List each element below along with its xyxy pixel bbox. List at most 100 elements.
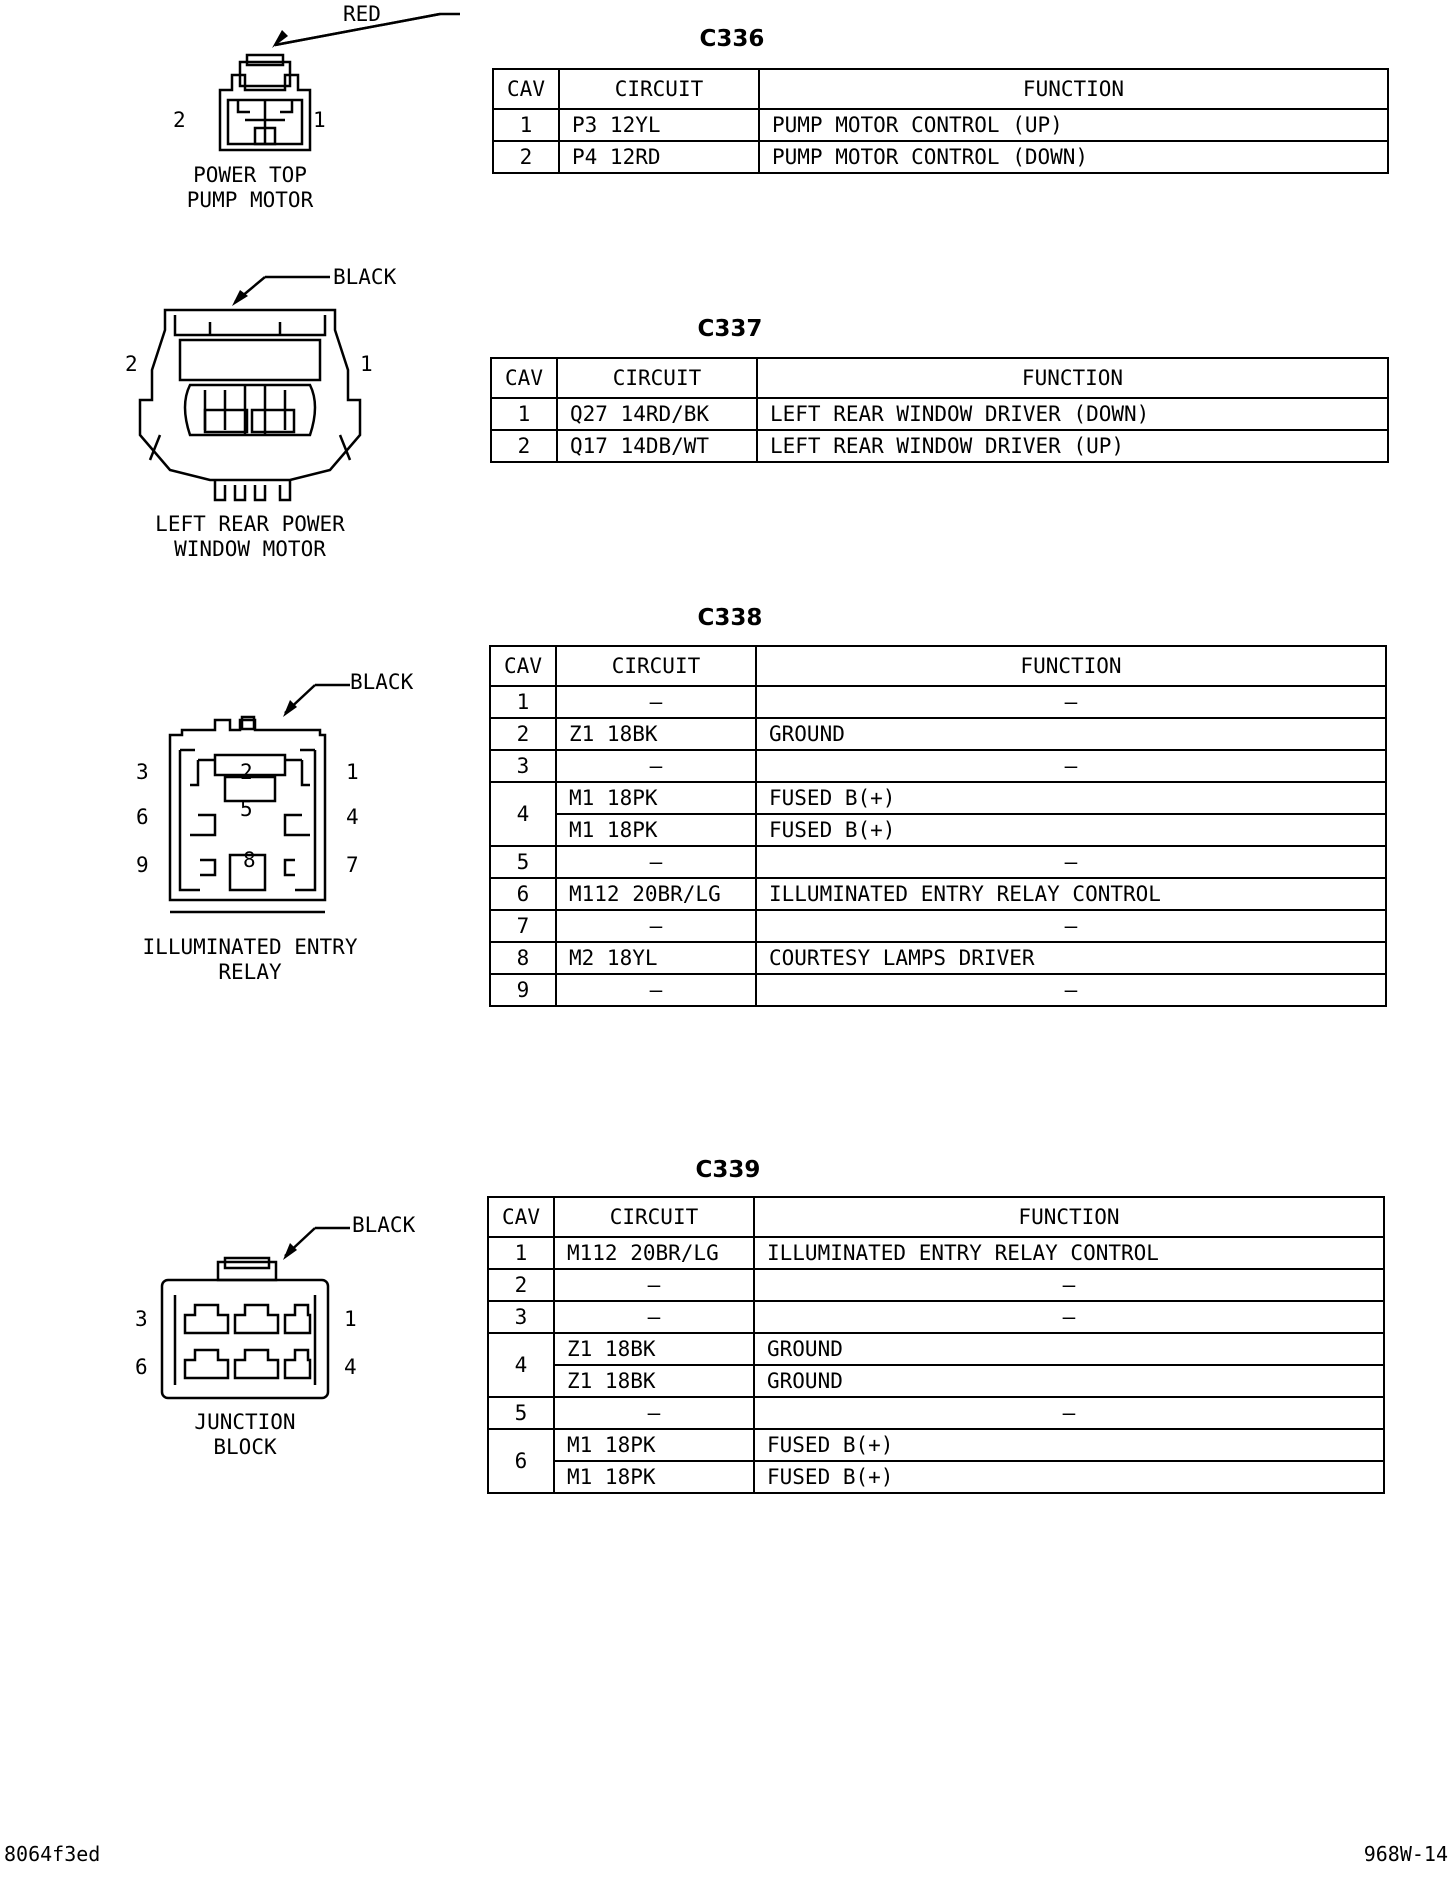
table-header-row: CAV CIRCUIT FUNCTION: [492, 68, 1389, 110]
circuit-cell: –: [555, 973, 757, 1007]
table-row: 4 Z1 18BK GROUND: [487, 1332, 1385, 1398]
cav-cell: 3: [487, 1300, 555, 1334]
c336-connector-diagram: [150, 0, 460, 220]
c337-color-label: BLACK: [333, 265, 397, 289]
c339-component-label: JUNCTION BLOCK: [125, 1410, 365, 1460]
c337-title: C337: [697, 316, 763, 342]
function-header: FUNCTION: [756, 357, 1389, 399]
function-cell: LEFT REAR WINDOW DRIVER (UP): [756, 429, 1389, 463]
c339-pin-table: CAV CIRCUIT FUNCTION 1 M112 20BR/LG ILLU…: [487, 1196, 1385, 1494]
c336-pin-table: CAV CIRCUIT FUNCTION 1 P3 12YL PUMP MOTO…: [492, 68, 1389, 174]
table-row: 1 P3 12YL PUMP MOTOR CONTROL (UP): [492, 108, 1389, 142]
table-row: 1 Q27 14RD/BK LEFT REAR WINDOW DRIVER (D…: [490, 397, 1389, 431]
table-row: 3 – –: [489, 749, 1387, 783]
c338-pin-3: 3: [136, 760, 149, 784]
function-cell: FUSED B(+): [755, 813, 1387, 847]
c338-title: C338: [697, 605, 763, 631]
function-cell: ILLUMINATED ENTRY RELAY CONTROL: [753, 1236, 1385, 1270]
function-cell: –: [755, 973, 1387, 1007]
table-row: 8 M2 18YL COURTESY LAMPS DRIVER: [489, 941, 1387, 975]
circuit-cell: –: [555, 845, 757, 879]
c338-pin-2: 2: [240, 760, 253, 784]
cav-cell: 2: [489, 717, 557, 751]
table-row: 5 – –: [487, 1396, 1385, 1430]
c336-color-label: RED: [343, 2, 381, 26]
function-cell: COURTESY LAMPS DRIVER: [755, 941, 1387, 975]
table-row: 2 Z1 18BK GROUND: [489, 717, 1387, 751]
circuit-cell: Z1 18BK: [553, 1364, 755, 1398]
function-cell: –: [755, 909, 1387, 943]
cav-cell: 2: [490, 429, 558, 463]
circuit-cell: M2 18YL: [555, 941, 757, 975]
table-header-row: CAV CIRCUIT FUNCTION: [490, 357, 1389, 399]
function-header: FUNCTION: [753, 1196, 1385, 1238]
table-row: 1 – –: [489, 685, 1387, 719]
cav-cell: 6: [487, 1428, 555, 1494]
function-header: FUNCTION: [758, 68, 1389, 110]
c337-component-label: LEFT REAR POWER WINDOW MOTOR: [130, 512, 370, 562]
c339-pin-1: 1: [344, 1307, 357, 1331]
circuit-cell: P3 12YL: [558, 108, 760, 142]
table-row: 2 Q17 14DB/WT LEFT REAR WINDOW DRIVER (U…: [490, 429, 1389, 463]
function-cell: FUSED B(+): [753, 1428, 1385, 1462]
circuit-cell: P4 12RD: [558, 140, 760, 174]
function-cell: –: [753, 1268, 1385, 1302]
table-row: 1 M112 20BR/LG ILLUMINATED ENTRY RELAY C…: [487, 1236, 1385, 1270]
table-row: 9 – –: [489, 973, 1387, 1007]
cav-cell: 1: [487, 1236, 555, 1270]
circuit-header: CIRCUIT: [553, 1196, 755, 1238]
circuit-cell: M112 20BR/LG: [555, 877, 757, 911]
c339-pin-3: 3: [135, 1307, 148, 1331]
c336-pin-left: 2: [173, 108, 186, 132]
function-cell: PUMP MOTOR CONTROL (UP): [758, 108, 1389, 142]
c338-color-label: BLACK: [350, 670, 414, 694]
table-row: 6 M1 18PK FUSED B(+): [487, 1428, 1385, 1494]
circuit-cell: Q17 14DB/WT: [556, 429, 758, 463]
table-row: M1 18PK FUSED B(+): [488, 1460, 1385, 1494]
function-cell: PUMP MOTOR CONTROL (DOWN): [758, 140, 1389, 174]
cav-cell: 2: [487, 1268, 555, 1302]
c337-component-line1: LEFT REAR POWER: [155, 512, 345, 536]
c338-component-label: ILLUMINATED ENTRY RELAY: [120, 935, 380, 985]
c338-pin-1: 1: [346, 760, 359, 784]
cav-cell: 5: [489, 845, 557, 879]
function-cell: GROUND: [755, 717, 1387, 751]
c336-component-label: POWER TOP PUMP MOTOR: [150, 163, 350, 213]
c337-component-line2: WINDOW MOTOR: [174, 537, 326, 561]
function-cell: LEFT REAR WINDOW DRIVER (DOWN): [756, 397, 1389, 431]
footer-left-id: 8064f3ed: [4, 1842, 101, 1866]
table-row: 5 – –: [489, 845, 1387, 879]
c338-pin-7: 7: [346, 853, 359, 877]
circuit-cell: Z1 18BK: [555, 717, 757, 751]
cav-cell: 8: [489, 941, 557, 975]
table-row: 2 – –: [487, 1268, 1385, 1302]
c336-title: C336: [699, 26, 765, 52]
c338-pin-6: 6: [136, 805, 149, 829]
circuit-header: CIRCUIT: [558, 68, 760, 110]
c339-title: C339: [695, 1157, 761, 1183]
circuit-cell: M1 18PK: [553, 1428, 755, 1462]
c338-pin-8: 8: [243, 848, 256, 872]
table-row: 3 – –: [487, 1300, 1385, 1334]
circuit-cell: M1 18PK: [555, 813, 757, 847]
circuit-cell: –: [555, 749, 757, 783]
table-row: 7 – –: [489, 909, 1387, 943]
c338-connector-diagram: [160, 675, 400, 925]
c337-connector-diagram: [130, 260, 390, 510]
cav-cell: 2: [492, 140, 560, 174]
c337-pin-right: 1: [360, 352, 373, 376]
circuit-cell: Q27 14RD/BK: [556, 397, 758, 431]
circuit-cell: –: [555, 909, 757, 943]
table-row: 4 M1 18PK FUSED B(+): [489, 781, 1387, 847]
cav-header: CAV: [489, 645, 557, 687]
table-row: 2 P4 12RD PUMP MOTOR CONTROL (DOWN): [492, 140, 1389, 174]
cav-cell: 4: [489, 781, 557, 847]
table-header-row: CAV CIRCUIT FUNCTION: [487, 1196, 1385, 1238]
cav-cell: 1: [489, 685, 557, 719]
function-cell: –: [755, 845, 1387, 879]
c336-component-line2: PUMP MOTOR: [186, 188, 314, 212]
c338-pin-table: CAV CIRCUIT FUNCTION 1 – – 2 Z1 18BK GRO…: [489, 645, 1387, 1007]
cav-header: CAV: [490, 357, 558, 399]
cav-cell: 7: [489, 909, 557, 943]
circuit-cell: –: [553, 1300, 755, 1334]
